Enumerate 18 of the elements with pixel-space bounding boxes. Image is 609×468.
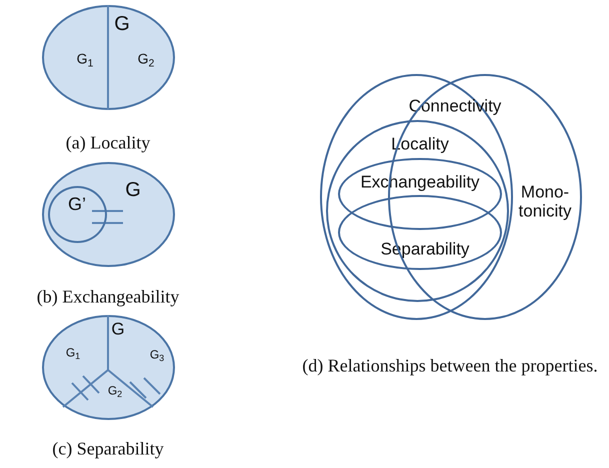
node-label: G$_{2}$: [108, 384, 122, 398]
node-label: G$_{2}$: [138, 51, 154, 67]
node-label: G: [111, 320, 125, 340]
node-label: G$_{3}$: [150, 348, 164, 362]
node-label: G$_{1}$: [66, 346, 80, 360]
ellipse: [326, 120, 509, 302]
node-label: Mono- tonicity: [518, 183, 572, 221]
figure-caption: (c) Separability: [52, 437, 164, 460]
node-label: G$_{1}$: [76, 51, 94, 67]
node-label: G’: [68, 195, 86, 215]
node-label: G: [114, 13, 130, 35]
ellipse: [48, 186, 107, 243]
ellipse: [320, 74, 513, 320]
ellipse: [338, 195, 502, 270]
figure-caption: (b) Exchangeability: [36, 285, 180, 308]
figure-caption: (a) Locality: [66, 131, 150, 154]
figure-caption: (d) Relationships between the properties.: [301, 354, 599, 378]
node-label: G: [125, 179, 141, 201]
